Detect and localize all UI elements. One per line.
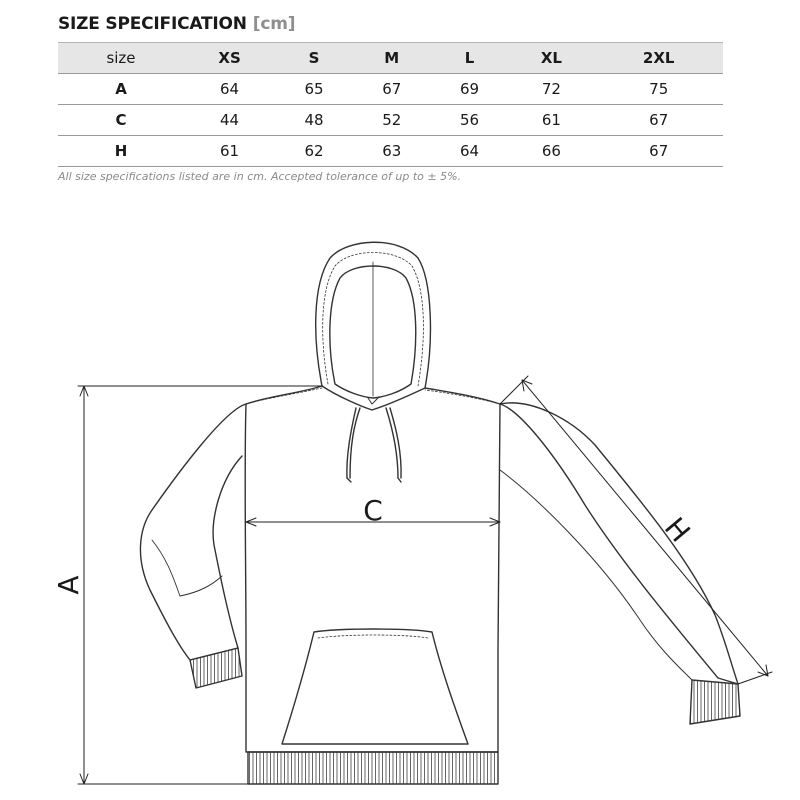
dimension-h: [499, 375, 773, 685]
table-header-m: M: [352, 42, 431, 74]
table-header-xl: XL: [508, 42, 595, 74]
table-cell: 67: [352, 73, 431, 105]
table-cell: 61: [184, 135, 276, 167]
shoulder-seam-right: [424, 389, 501, 405]
table-cell: 64: [430, 135, 509, 167]
sleeve-right: [499, 402, 739, 685]
table-cell: 63: [352, 135, 431, 167]
hood-stitch: [322, 252, 424, 387]
label-h: H: [658, 511, 697, 548]
table-header-l: L: [430, 42, 509, 74]
shoulder-seam-left: [245, 387, 323, 405]
sleeve-left: [139, 403, 247, 661]
title-text: SIZE SPECIFICATION: [58, 14, 247, 34]
sleeve-right-seam: [499, 469, 693, 681]
tolerance-note: All size specifications listed are in cm…: [58, 170, 462, 183]
table-row-a: A 64 65 67 69 72 75: [58, 73, 723, 105]
table-cell: 67: [594, 104, 723, 136]
table-header-s: S: [275, 42, 353, 74]
sleeve-left-crease-2: [151, 539, 181, 597]
table-cell: 48: [275, 104, 353, 136]
row-label: C: [58, 104, 184, 136]
table-cell: 62: [275, 135, 353, 167]
table-cell: 75: [594, 73, 723, 105]
cuff-left: [189, 647, 243, 689]
table-cell: 56: [430, 104, 509, 136]
dimension-c: [245, 517, 501, 527]
label-a: A: [52, 575, 85, 594]
drawstring-right: [385, 407, 402, 479]
table-row-c: C 44 48 52 56 61 67: [58, 104, 723, 136]
table-header-2xl: 2XL: [594, 42, 723, 74]
pocket-stitch: [317, 634, 429, 639]
table-header-xs: XS: [184, 42, 276, 74]
title-unit: [cm]: [252, 14, 296, 34]
drawstring-tip-left: [346, 477, 352, 483]
dimension-a: [77, 385, 323, 785]
drawstring-tip-right: [397, 477, 402, 483]
sleeve-left-crease: [179, 575, 223, 597]
page-title: SIZE SPECIFICATION[cm]: [58, 14, 296, 34]
row-label: A: [58, 73, 184, 105]
table-cell: 61: [508, 104, 595, 136]
neck-label: [367, 397, 379, 405]
cuff-right: [689, 679, 741, 725]
row-label: H: [58, 135, 184, 167]
waistband: [247, 751, 499, 785]
table-cell: 64: [184, 73, 276, 105]
table-cell: 66: [508, 135, 595, 167]
table-cell: 52: [352, 104, 431, 136]
hood-outline: [315, 241, 432, 411]
table-cell: 72: [508, 73, 595, 105]
table-cell: 69: [430, 73, 509, 105]
body-outline: [244, 385, 501, 753]
table-cell: 67: [594, 135, 723, 167]
drawstring-left: [346, 407, 361, 479]
hood-opening: [329, 265, 417, 399]
size-table: size XS S M L XL 2XL A 64 65 67 69 72 75…: [58, 42, 723, 167]
table-cell: 44: [184, 104, 276, 136]
table-cell: 65: [275, 73, 353, 105]
table-row-h: H 61 62 63 64 66 67: [58, 135, 723, 167]
table-header-row: size XS S M L XL 2XL: [58, 42, 723, 74]
kangaroo-pocket: [281, 628, 469, 745]
table-header-size: size: [58, 42, 184, 74]
label-c: C: [363, 494, 383, 527]
